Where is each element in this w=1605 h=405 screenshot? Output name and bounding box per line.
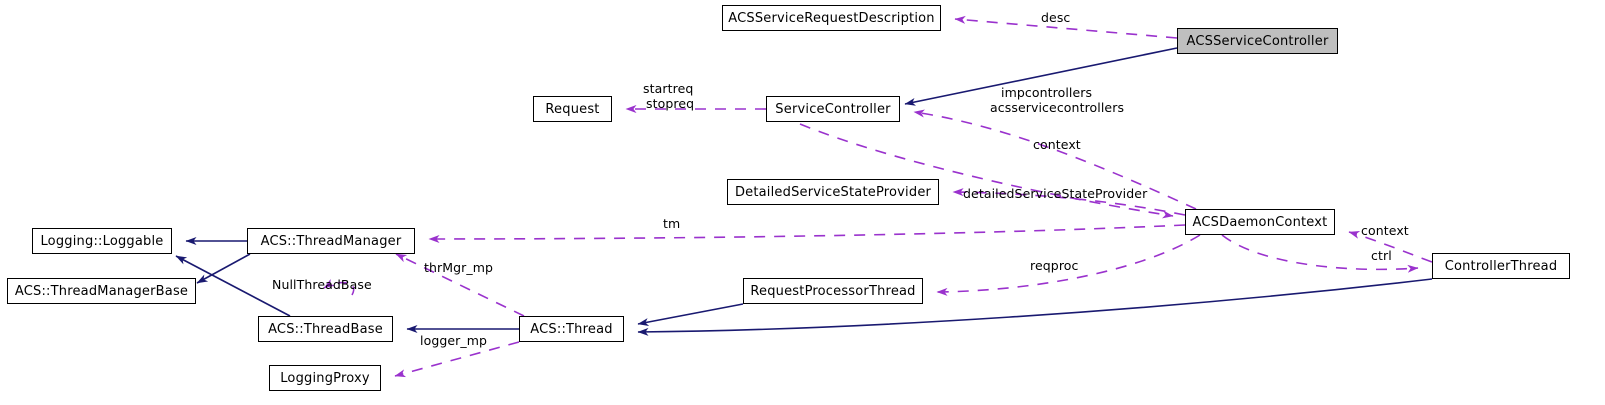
edge-acsdaemoncontext-requestprocessorthread [936, 234, 1201, 296]
node-label: ACS::ThreadManager [260, 233, 402, 249]
edge-label-tm: tm [663, 216, 681, 231]
edge-label-context-right: context [1361, 223, 1409, 238]
node-label: ACS::Thread [530, 321, 613, 337]
edge-label-context-top: context [1033, 137, 1081, 152]
usage-edges [323, 15, 1433, 378]
edge-acsdaemoncontext-detailedserviceprovider [952, 188, 1186, 216]
edge-label-logger-mp: logger_mp [420, 333, 488, 348]
edge-acsservicecontroller-servicecontroller [904, 47, 1178, 106]
node-label: LoggingProxy [280, 370, 370, 386]
node-label: ACS::ThreadManagerBase [14, 283, 189, 299]
edge-label-ctrl: ctrl [1371, 248, 1392, 263]
edge-label-acsservicecontrollers: acsservicecontrollers [990, 100, 1125, 115]
edge-thread-loggingproxy [394, 341, 520, 378]
edge-acsdaemoncontext-servicecontroller [913, 109, 1197, 210]
node-label: ACS::ThreadBase [268, 321, 383, 337]
edge-label-impcontrollers: impcontrollers [1001, 85, 1093, 100]
edge-acsdaemoncontext-threadmanager [428, 224, 1186, 243]
edge-label-thrmgr-mp: thrMgr_mp [424, 260, 494, 275]
node-acs-thread[interactable]: ACS::Thread [519, 316, 624, 342]
edge-label-desc: desc [1041, 10, 1071, 25]
node-label: ACSServiceRequestDescription [728, 10, 935, 26]
node-logging-loggable[interactable]: Logging::Loggable [32, 228, 172, 254]
node-acsdaemoncontext[interactable]: ACSDaemonContext [1185, 209, 1335, 235]
node-request[interactable]: Request [533, 96, 612, 122]
node-acs-threadbase[interactable]: ACS::ThreadBase [258, 316, 393, 342]
node-label: Logging::Loggable [40, 233, 164, 249]
edge-threadbase-loggable [175, 255, 291, 317]
edge-threadmanager-threadmanagerbase [196, 253, 251, 284]
edge-controllerthread-context [1348, 231, 1433, 263]
node-loggingproxy[interactable]: LoggingProxy [269, 365, 381, 391]
edge-threadmanager-nullthreadbase [323, 278, 355, 296]
edge-acsservicecontroller-desc [954, 15, 1178, 39]
edge-label-startreq: startreq [643, 81, 694, 96]
inheritance-edges [175, 47, 1433, 336]
edge-servicecontroller-context [799, 123, 1174, 219]
node-requestprocessorthread[interactable]: RequestProcessorThread [743, 278, 923, 304]
node-label: RequestProcessorThread [750, 283, 916, 299]
node-label: ACSServiceController [1186, 33, 1329, 49]
node-acsservicecontroller[interactable]: ACSServiceController [1177, 28, 1338, 54]
node-label: ServiceController [775, 101, 891, 117]
node-acs-threadmanager[interactable]: ACS::ThreadManager [247, 228, 415, 254]
node-label: DetailedServiceStateProvider [734, 184, 932, 200]
edge-controllerthread-thread [637, 278, 1433, 336]
node-acsservicerequestdescription[interactable]: ACSServiceRequestDescription [722, 5, 941, 31]
edge-label-reqproc: reqproc [1030, 258, 1079, 273]
node-label: Request [545, 101, 600, 117]
node-controllerthread[interactable]: ControllerThread [1432, 253, 1570, 279]
edge-requestprocessorthread-thread [637, 303, 744, 326]
edge-label-nullthreadbase: NullThreadBase [272, 277, 372, 292]
edge-thread-threadmanager [395, 253, 525, 317]
node-detailedservicestateprovider[interactable]: DetailedServiceStateProvider [727, 179, 939, 205]
edge-label-stopreq: stopreq [646, 96, 695, 111]
node-servicecontroller[interactable]: ServiceController [766, 96, 900, 122]
edge-label-detailedservicestateprovider: detailedServiceStateProvider [963, 186, 1148, 201]
node-label: ACSDaemonContext [1192, 214, 1328, 230]
node-acs-threadmanagerbase[interactable]: ACS::ThreadManagerBase [7, 278, 196, 304]
node-label: ControllerThread [1444, 258, 1558, 274]
